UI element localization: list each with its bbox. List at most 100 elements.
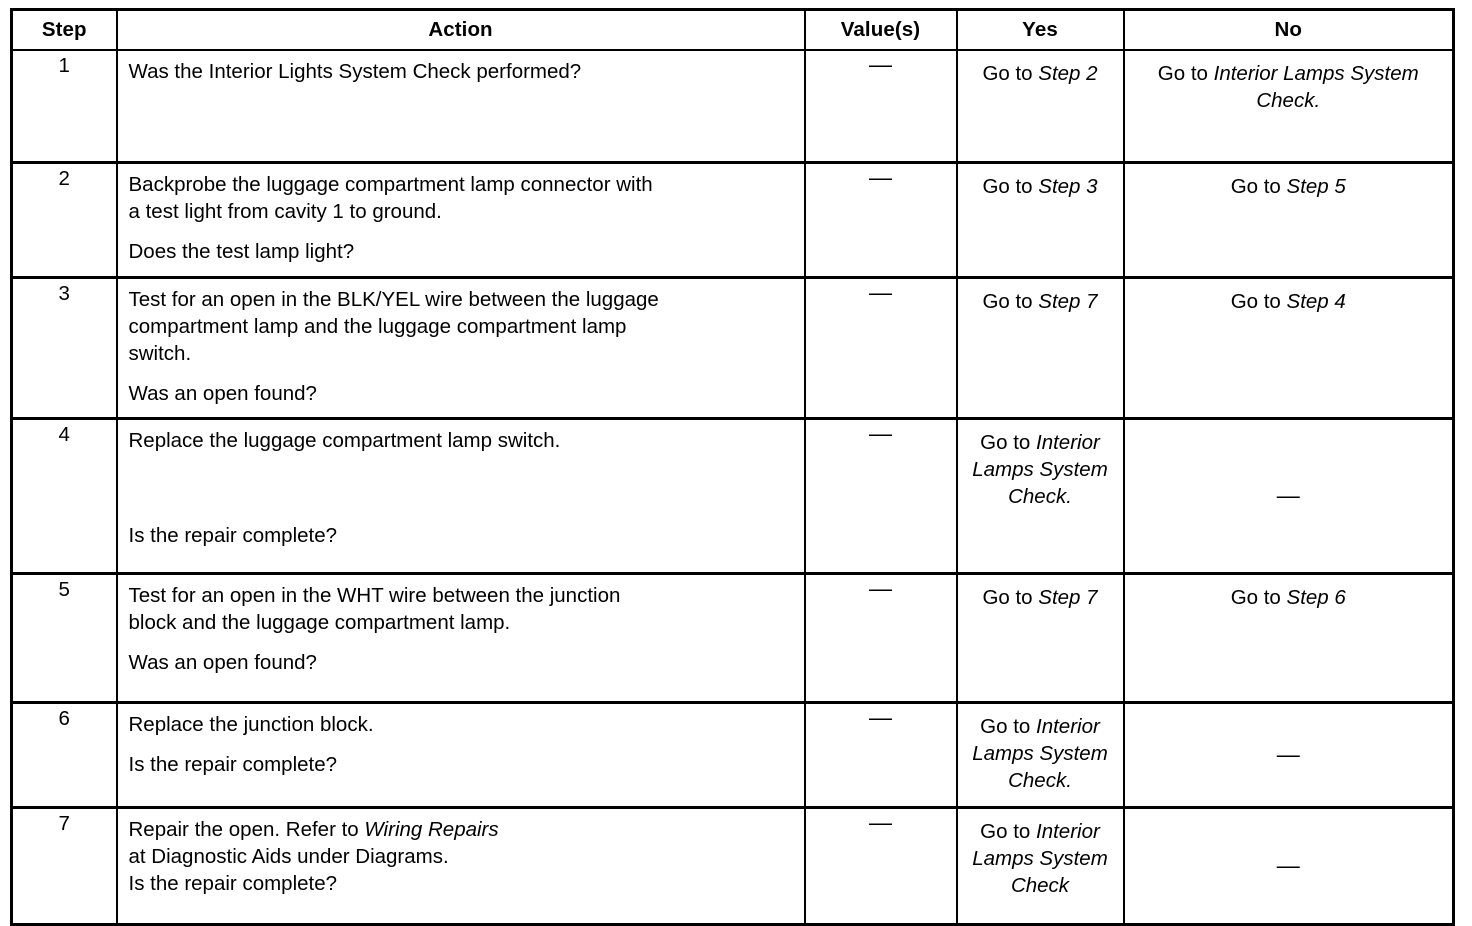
action-gap <box>129 454 796 522</box>
yes-prefix: Go to <box>982 290 1039 314</box>
action-line: Replace the luggage compartment lamp swi… <box>128 429 561 453</box>
no-prefix: Go to <box>1157 62 1214 86</box>
cell-value: — <box>803 417 958 575</box>
table-row: 3 Test for an open in the BLK/YEL wire b… <box>10 276 1455 420</box>
value-dash: — <box>869 704 892 731</box>
action-line: Was an open found? <box>128 650 317 674</box>
cell-step-number: 5 <box>10 572 118 704</box>
cell-yes: Go to Step 2 <box>955 49 1125 164</box>
column-header-step: Step <box>10 8 118 52</box>
cell-no: Go to Step 4 <box>1122 276 1455 420</box>
cell-yes: Go to Step 7 <box>955 276 1125 420</box>
cell-action: Was the Interior Lights System Check per… <box>115 49 806 164</box>
action-spacer <box>129 636 796 649</box>
no-target: Step 4 <box>1286 290 1346 314</box>
cell-yes: Go to Step 3 <box>955 161 1125 279</box>
yes-target: Step 2 <box>1038 62 1098 86</box>
no-prefix: Go to <box>1230 175 1287 199</box>
no-dash: — <box>1276 481 1300 508</box>
action-line: Was the Interior Lights System Check per… <box>128 60 582 84</box>
cell-yes: Go to Interior Lamps System Check. <box>955 417 1125 575</box>
yes-target: Interior Lamps System Check. <box>972 431 1108 509</box>
action-line: Backprobe the luggage compartment lamp c… <box>128 173 653 197</box>
cell-no: Go to Interior Lamps System Check. <box>1122 49 1455 164</box>
cell-step-number: 1 <box>10 49 118 164</box>
action-line: Replace the junction block. <box>128 713 374 737</box>
yes-target: Interior Lamps System Check. <box>972 715 1108 793</box>
action-line: a test light from cavity 1 to ground. <box>128 200 442 224</box>
table-row: 6 Replace the junction block. Is the rep… <box>10 701 1455 809</box>
no-target: Step 6 <box>1286 586 1346 610</box>
cell-no: — <box>1122 701 1455 809</box>
cell-value: — <box>803 701 958 809</box>
action-line: block and the luggage compartment lamp. <box>128 611 511 635</box>
cell-yes: Go to Interior Lamps System Check <box>955 806 1125 926</box>
action-line: Test for an open in the WHT wire between… <box>128 584 621 608</box>
column-header-no: No <box>1122 8 1455 52</box>
cell-no: — <box>1122 806 1455 926</box>
cell-action: Replace the luggage compartment lamp swi… <box>115 417 806 575</box>
table-row: 2 Backprobe the luggage compartment lamp… <box>10 161 1455 279</box>
yes-target: Step 7 <box>1038 586 1098 610</box>
no-prefix: Go to <box>1230 586 1287 610</box>
action-line: Test for an open in the BLK/YEL wire bet… <box>128 288 659 312</box>
cell-action: Repair the open. Refer to Wiring Repairs… <box>115 806 806 926</box>
table-header: Step Action Value(s) Yes No <box>10 8 1455 52</box>
page-sheet: Step Action Value(s) Yes No 1 Was the In… <box>10 8 1455 926</box>
cell-step-number: 6 <box>10 701 118 809</box>
cell-value: — <box>803 276 958 420</box>
cell-value: — <box>803 161 958 279</box>
yes-prefix: Go to <box>980 715 1037 739</box>
value-dash: — <box>869 51 892 78</box>
cell-no: Go to Step 5 <box>1122 161 1455 279</box>
action-line: Is the repair complete? <box>128 872 338 896</box>
no-dash: — <box>1276 851 1300 878</box>
yes-prefix: Go to <box>980 820 1037 844</box>
action-line: Is the repair complete? <box>128 752 338 776</box>
value-dash: — <box>869 575 892 602</box>
cell-no: Go to Step 6 <box>1122 572 1455 704</box>
cell-step-number: 4 <box>10 417 118 575</box>
yes-prefix: Go to <box>980 431 1037 455</box>
yes-target: Step 7 <box>1038 290 1098 314</box>
cell-action: Replace the junction block. Is the repai… <box>115 701 806 809</box>
no-dash: — <box>1276 740 1300 767</box>
header-row: Step Action Value(s) Yes No <box>10 8 1455 52</box>
cell-action: Test for an open in the WHT wire between… <box>115 572 806 704</box>
action-line: Is the repair complete? <box>128 523 338 547</box>
table-row: 5 Test for an open in the WHT wire betwe… <box>10 572 1455 704</box>
value-dash: — <box>869 809 892 836</box>
cell-yes: Go to Interior Lamps System Check. <box>955 701 1125 809</box>
column-header-value: Value(s) <box>803 8 958 52</box>
table-row: 4 Replace the luggage compartment lamp s… <box>10 417 1455 575</box>
value-dash: — <box>869 164 892 191</box>
cell-value: — <box>803 806 958 926</box>
table-body: 1 Was the Interior Lights System Check p… <box>10 49 1455 926</box>
action-line: Was an open found? <box>128 381 317 405</box>
action-line: Repair the open. Refer to Wiring Repairs <box>129 816 796 843</box>
action-line-prefix: Repair the open. Refer to <box>128 818 365 842</box>
cell-step-number: 3 <box>10 276 118 420</box>
no-prefix: Go to <box>1230 290 1287 314</box>
cell-no: — <box>1122 417 1455 575</box>
cell-step-number: 2 <box>10 161 118 279</box>
no-target: Step 5 <box>1286 175 1346 199</box>
value-dash: — <box>869 279 892 306</box>
cell-value: — <box>803 572 958 704</box>
value-dash: — <box>869 420 892 447</box>
yes-prefix: Go to <box>982 586 1039 610</box>
action-spacer <box>129 738 796 751</box>
action-line: Does the test lamp light? <box>128 239 355 263</box>
cell-step-number: 7 <box>10 806 118 926</box>
action-line: at Diagnostic Aids under Diagrams. <box>128 845 449 869</box>
action-line: compartment lamp and the luggage compart… <box>128 315 627 339</box>
action-line: switch. <box>128 342 192 366</box>
table-row: 1 Was the Interior Lights System Check p… <box>10 49 1455 164</box>
cell-action: Backprobe the luggage compartment lamp c… <box>115 161 806 279</box>
cell-yes: Go to Step 7 <box>955 572 1125 704</box>
yes-prefix: Go to <box>982 175 1039 199</box>
action-line-reference: Wiring Repairs <box>364 818 499 842</box>
action-spacer <box>129 367 796 380</box>
yes-target: Step 3 <box>1038 175 1098 199</box>
cell-value: — <box>803 49 958 164</box>
